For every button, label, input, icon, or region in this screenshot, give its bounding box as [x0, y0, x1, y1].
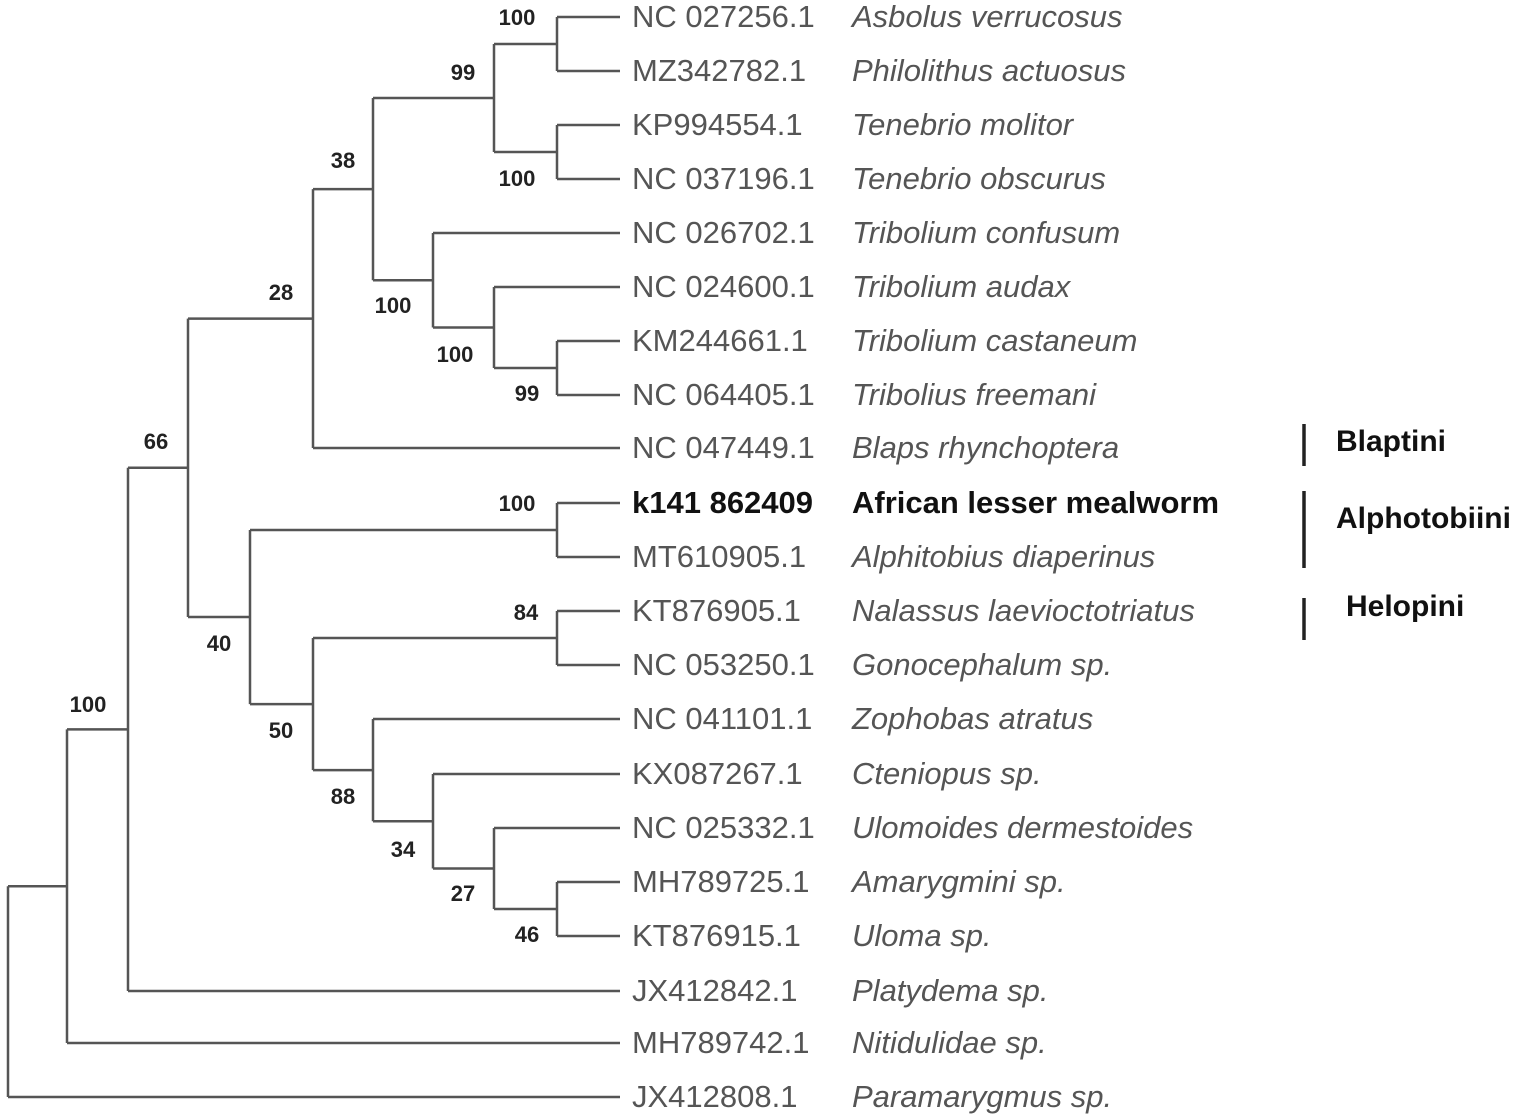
species-label-t20: Nitidulidae sp. — [852, 1025, 1047, 1060]
species-label-t10: African lesser mealworm — [852, 485, 1219, 520]
bootstrap-value-n_cf: 99 — [515, 381, 539, 406]
bootstrap-value-n_46: 46 — [515, 922, 539, 947]
accession-label-t17: MH789725.1 — [632, 864, 810, 899]
accession-label-t13: NC 053250.1 — [632, 647, 815, 682]
species-label-t19: Platydema sp. — [852, 973, 1048, 1008]
species-label-t18: Uloma sp. — [852, 918, 992, 953]
species-label-t17: Amarygmini sp. — [850, 864, 1066, 899]
species-label-t16: Ulomoides dermestoides — [852, 810, 1193, 845]
accession-label-t3: KP994554.1 — [632, 107, 803, 142]
accession-label-t12: KT876905.1 — [632, 593, 801, 628]
accession-label-t19: JX412842.1 — [632, 973, 797, 1008]
species-label-t1: Asbolus verrucosus — [850, 0, 1123, 34]
accession-label-t1: NC 027256.1 — [632, 0, 815, 34]
species-label-t6: Tribolium audax — [852, 269, 1072, 304]
bootstrap-value-n_38: 38 — [331, 148, 355, 173]
accession-label-t2: MZ342782.1 — [632, 53, 806, 88]
accession-label-t8: NC 064405.1 — [632, 377, 815, 412]
species-label-t14: Zophobas atratus — [851, 701, 1093, 736]
bootstrap-value-n_28: 28 — [269, 280, 293, 305]
species-label-t2: Philolithus actuosus — [852, 53, 1126, 88]
accession-label-t18: KT876915.1 — [632, 918, 801, 953]
bootstrap-value-n_40: 40 — [207, 631, 231, 656]
accession-label-t9: NC 047449.1 — [632, 430, 815, 465]
tribe-label-blaptini: Blaptini — [1336, 425, 1446, 458]
accession-label-t14: NC 041101.1 — [632, 701, 812, 736]
bootstrap-value-n_50: 50 — [269, 718, 293, 743]
accession-label-t11: MT610905.1 — [632, 539, 806, 574]
tribe-label-helopini: Helopini — [1346, 590, 1464, 623]
species-label-t11: Alphitobius diaperinus — [850, 539, 1155, 574]
bootstrap-value-n_88: 88 — [331, 784, 355, 809]
accession-label-t6: NC 024600.1 — [632, 269, 815, 304]
species-label-t12: Nalassus laevioctotriatus — [852, 593, 1195, 628]
species-label-t5: Tribolium confusum — [852, 215, 1120, 250]
bootstrap-value-n_tn: 100 — [70, 692, 107, 717]
bootstrap-values: 100 100 99 99 100 100 38 28 100 84 46 27 34 88 50 40 66 1… — [70, 5, 540, 947]
species-label-t8: Tribolius freemani — [852, 377, 1097, 412]
bootstrap-value-n_tr: 100 — [375, 293, 412, 318]
species-label-t15: Cteniopus sp. — [852, 756, 1042, 791]
bootstrap-value-n_au: 100 — [437, 342, 474, 367]
bootstrap-value-n_al: 100 — [499, 491, 536, 516]
species-label-t21: Paramarygmus sp. — [852, 1079, 1112, 1114]
bootstrap-value-n_84: 84 — [514, 600, 539, 625]
accession-label-t5: NC 026702.1 — [632, 215, 815, 250]
accession-label-t7: KM244661.1 — [632, 323, 808, 358]
bootstrap-value-n_27: 27 — [451, 881, 475, 906]
species-label-t9: Blaps rhynchoptera — [852, 430, 1119, 465]
species-label-t13: Gonocephalum sp. — [852, 647, 1112, 682]
bootstrap-value-n_99a: 99 — [451, 60, 475, 85]
bootstrap-value-n_34: 34 — [391, 837, 416, 862]
accession-label-t16: NC 025332.1 — [632, 810, 815, 845]
bootstrap-value-n_66: 66 — [144, 429, 168, 454]
species-label-t3: Tenebrio molitor — [852, 107, 1075, 142]
accession-label-t15: KX087267.1 — [632, 756, 803, 791]
bootstrap-value-n_tt: 100 — [499, 166, 536, 191]
accession-label-t10: k141 862409 — [632, 485, 813, 520]
accession-label-t21: JX412808.1 — [632, 1079, 797, 1114]
tree-branches — [6, 15, 620, 1099]
accession-label-t4: NC 037196.1 — [632, 161, 815, 196]
bootstrap-value-n_ap: 100 — [499, 5, 536, 30]
species-label-t4: Tenebrio obscurus — [852, 161, 1106, 196]
tribe-label-alphotobiini: Alphotobiini — [1336, 502, 1511, 535]
accession-label-t20: MH789742.1 — [632, 1025, 810, 1060]
species-label-t7: Tribolium castaneum — [852, 323, 1137, 358]
